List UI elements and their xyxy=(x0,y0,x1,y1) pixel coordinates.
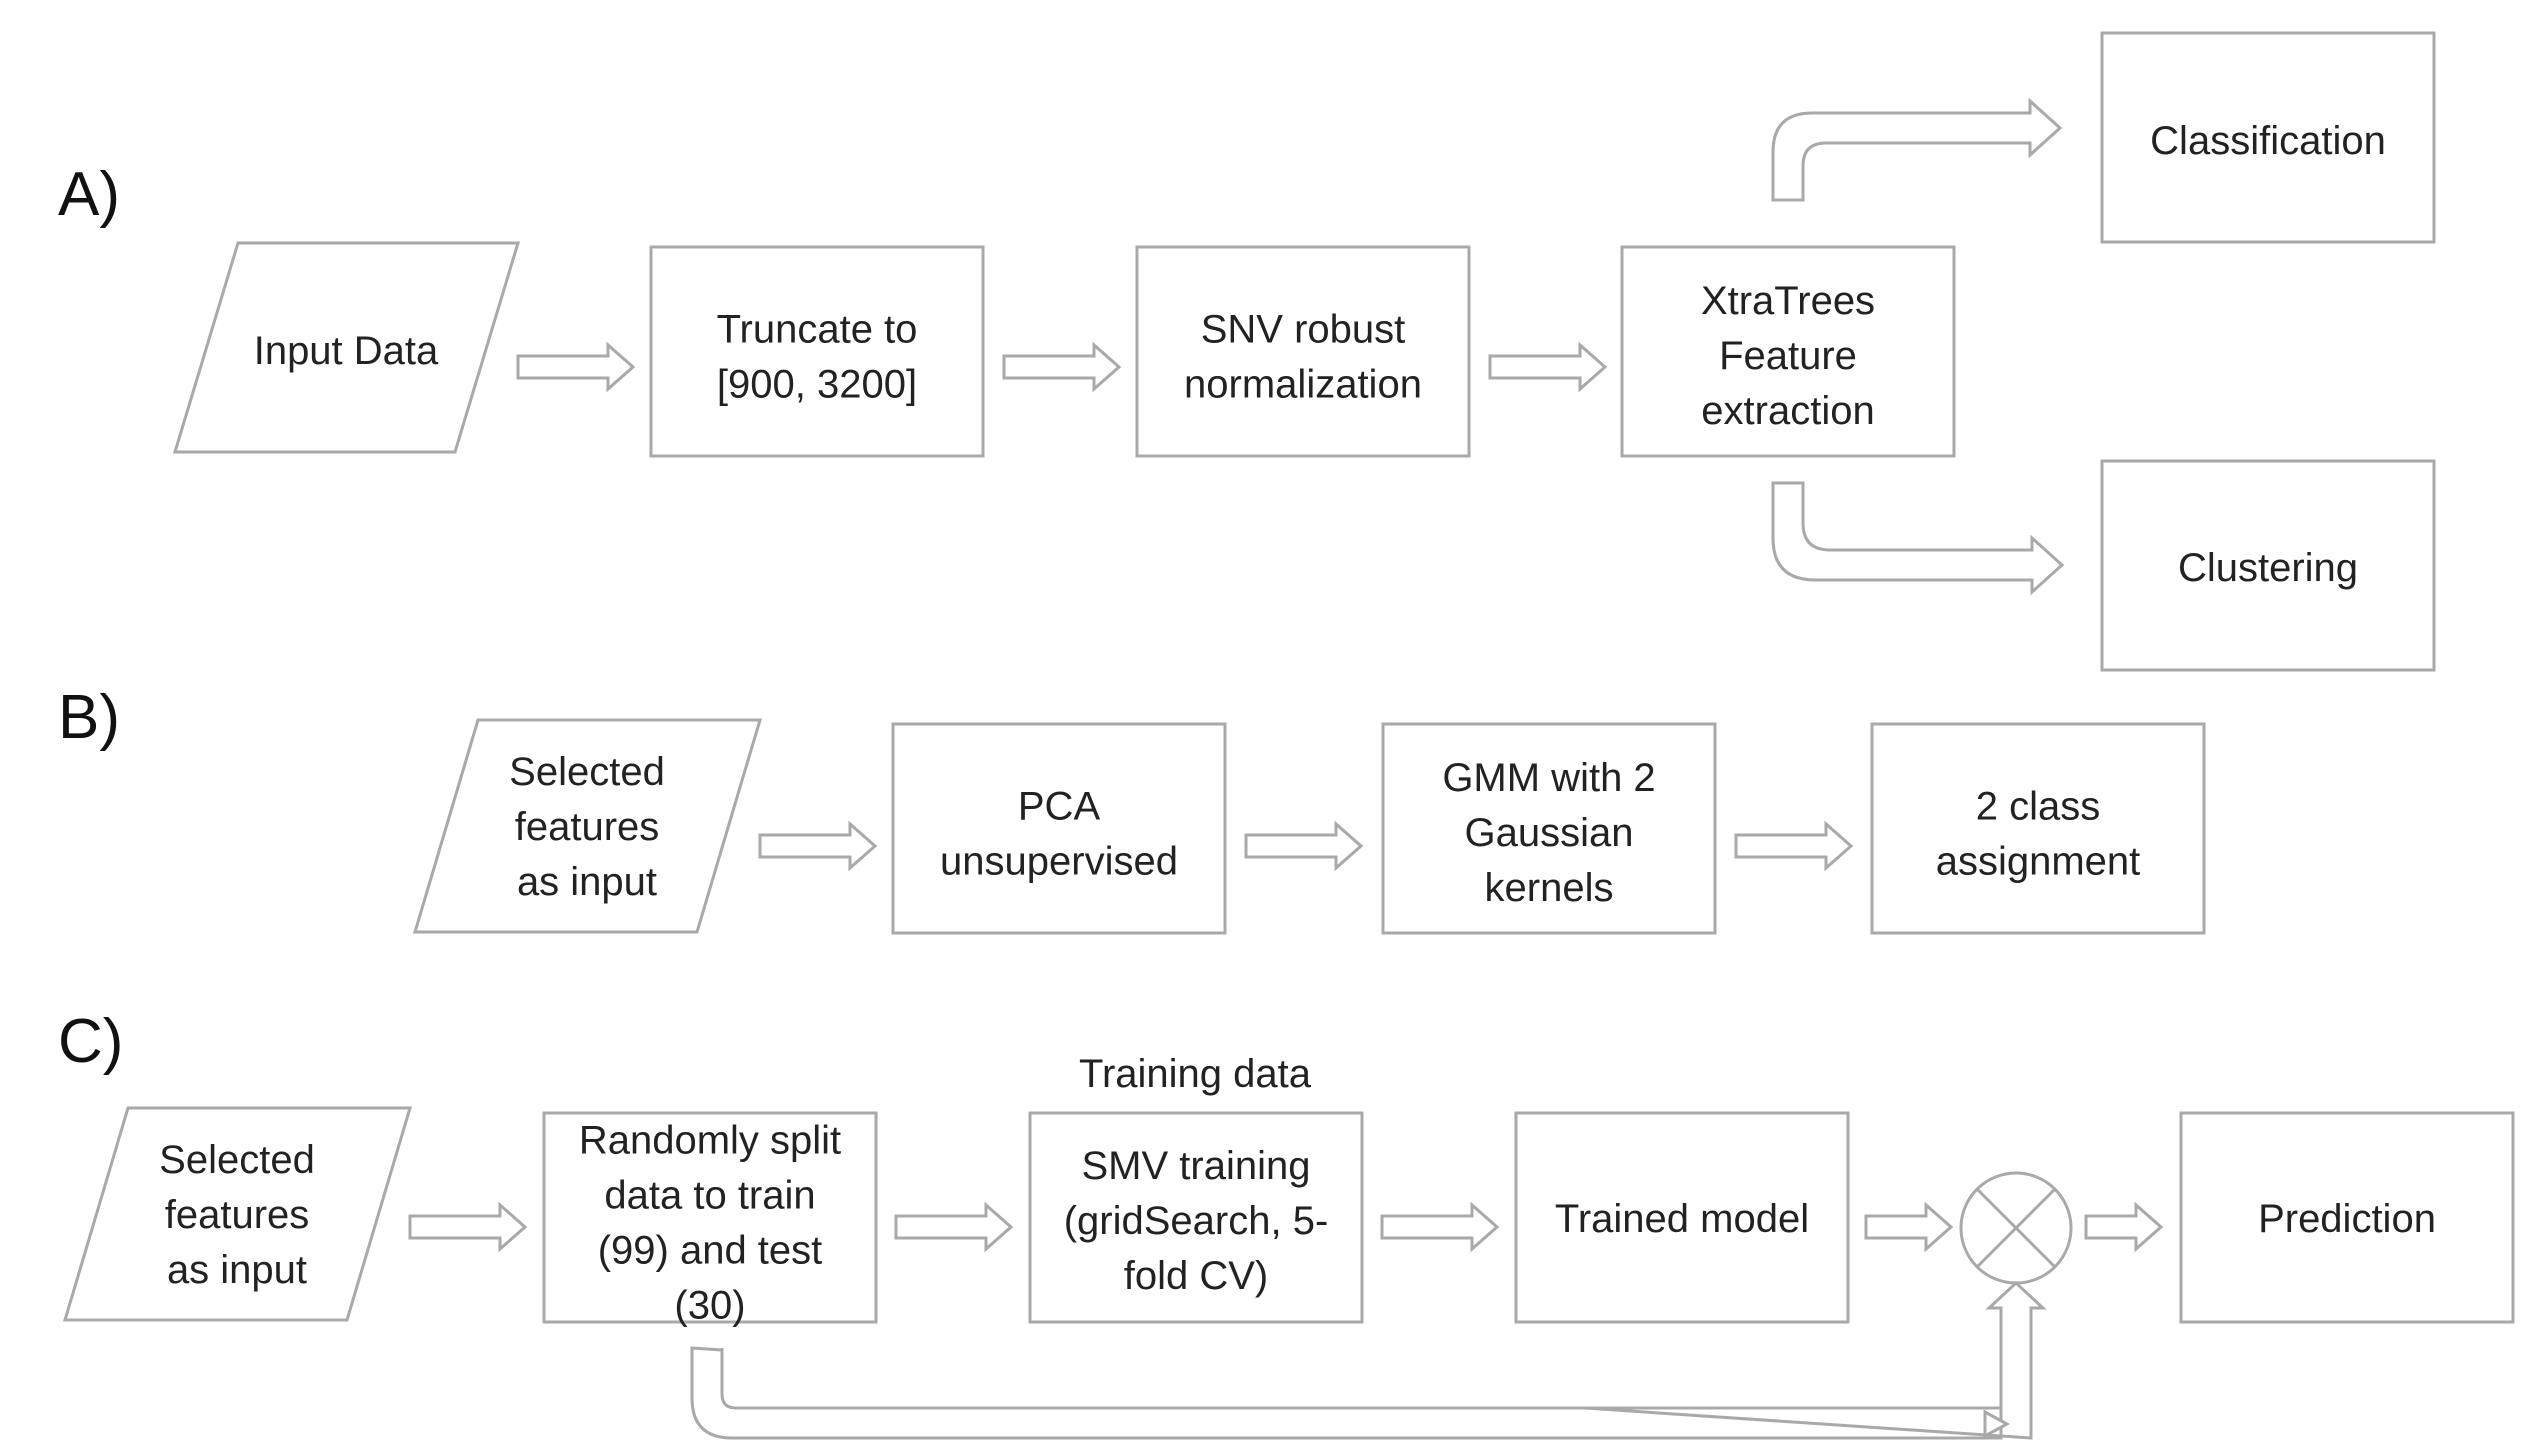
b-arrow-gmm-to-assignment xyxy=(1734,820,1854,872)
node-text-line: Input Data xyxy=(254,329,439,373)
node-text-line: GMM with 2 xyxy=(1442,756,1655,800)
a-truncate-text: Truncate to [900, 3200] xyxy=(717,308,918,407)
node-text-line: Trained model xyxy=(1555,1197,1809,1241)
node-text-line: as input xyxy=(167,1248,307,1292)
b-gmm-node: GMM with 2 Gaussian kernels xyxy=(1381,722,1717,935)
node-text-line: Classification xyxy=(2150,119,2386,163)
a-arrow-input-to-truncate xyxy=(516,341,636,393)
a-clustering-text: Clustering xyxy=(2178,546,2358,590)
a-arrow-truncate-to-snv xyxy=(1002,341,1122,393)
a-snv-text: SNV robust normalization xyxy=(1184,308,1422,407)
c-svm-training-node: SMV training (gridSearch, 5- fold CV) xyxy=(1028,1111,1364,1324)
node-text-line: features xyxy=(515,805,660,849)
c-input-text: Selected features as input xyxy=(159,1138,315,1292)
a-classification-text: Classification xyxy=(2150,119,2386,163)
c-trained-model-text: Trained model xyxy=(1555,1197,1809,1241)
node-text-line: (gridSearch, 5- xyxy=(1064,1199,1329,1243)
node-text-line: Clustering xyxy=(2178,546,2358,590)
section-a-label: A) xyxy=(58,160,120,229)
c-arrow-combiner-to-prediction xyxy=(2084,1201,2164,1253)
node-text-line: unsupervised xyxy=(940,840,1178,884)
c-svm-training-text: SMV training (gridSearch, 5- fold CV) xyxy=(1064,1144,1329,1298)
b-arrow-input-to-pca xyxy=(758,820,878,872)
b-input-text: Selected features as input xyxy=(509,750,665,904)
c-arrow-input-to-split xyxy=(408,1201,528,1253)
c-arrow-split-to-svm xyxy=(894,1201,1014,1253)
section-c-label: C) xyxy=(58,1007,123,1076)
b-pca-text: PCA unsupervised xyxy=(940,785,1178,884)
c-split-node: Randomly split data to train (99) and test… xyxy=(542,1111,878,1328)
c-arrow-trained-to-combiner xyxy=(1864,1201,1954,1253)
a-classification-node: Classification xyxy=(2100,31,2436,244)
node-text-line: Randomly split xyxy=(579,1119,841,1163)
node-text-line: Selected xyxy=(509,750,665,794)
a-arrow-to-clustering xyxy=(1771,481,2065,596)
node-text-line: assignment xyxy=(1936,840,2141,884)
c-training-data-caption: Training data xyxy=(1079,1052,1312,1096)
a-snv-node: SNV robust normalization xyxy=(1135,245,1471,458)
node-text-line: data to train xyxy=(604,1174,815,1218)
c-prediction-text: Prediction xyxy=(2258,1197,2436,1241)
node-text-line: Truncate to xyxy=(717,308,918,352)
c-trained-model-node: Trained model xyxy=(1514,1111,1850,1324)
c-arrow-test-data-head xyxy=(1983,1409,2011,1439)
a-arrow-to-classification xyxy=(1771,97,2063,202)
node-text-line: Prediction xyxy=(2258,1197,2436,1241)
a-arrow-snv-to-xtratrees xyxy=(1488,341,1608,393)
node-text-line: Selected xyxy=(159,1138,315,1182)
node-text-line: [900, 3200] xyxy=(717,363,917,407)
node-text-line: XtraTrees xyxy=(1701,279,1875,323)
b-assignment-node: 2 class assignment xyxy=(1870,722,2206,935)
c-input-node: Selected features as input xyxy=(62,1106,413,1322)
b-arrow-pca-to-gmm xyxy=(1244,820,1364,872)
node-text-line: SNV robust xyxy=(1201,308,1406,352)
a-truncate-node: Truncate to [900, 3200] xyxy=(649,245,985,458)
c-arrow-svm-to-trained xyxy=(1380,1201,1500,1253)
b-input-node: Selected features as input xyxy=(412,718,763,934)
node-text-line: normalization xyxy=(1184,363,1422,407)
b-assignment-text: 2 class assignment xyxy=(1936,785,2141,884)
c-combiner-icon xyxy=(1959,1171,2073,1285)
node-text-line: (30) xyxy=(674,1284,745,1328)
node-text-line: fold CV) xyxy=(1124,1254,1269,1298)
a-clustering-node: Clustering xyxy=(2100,459,2436,672)
b-gmm-text: GMM with 2 Gaussian kernels xyxy=(1442,756,1655,910)
node-text-line: SMV training xyxy=(1082,1144,1311,1188)
node-text-line: PCA xyxy=(1018,785,1101,829)
node-text-line: (99) and test xyxy=(598,1229,823,1273)
a-input-data-node: Input Data xyxy=(172,241,521,454)
node-text-line: as input xyxy=(517,860,657,904)
c-split-text: Randomly split data to train (99) and test… xyxy=(579,1119,841,1328)
c-prediction-node: Prediction xyxy=(2179,1111,2515,1324)
node-text-line: 2 class xyxy=(1976,785,2101,829)
node-text-line: extraction xyxy=(1701,389,1874,433)
node-text-line: Feature xyxy=(1719,334,1857,378)
node-text-line: Gaussian xyxy=(1465,811,1634,855)
a-input-data-text: Input Data xyxy=(254,329,439,373)
b-pca-node: PCA unsupervised xyxy=(891,722,1227,935)
node-text-line: kernels xyxy=(1485,866,1614,910)
c-arrow-test-data-return xyxy=(720,1348,2001,1410)
node-text-line: features xyxy=(165,1193,310,1237)
section-b-label: B) xyxy=(58,683,120,752)
